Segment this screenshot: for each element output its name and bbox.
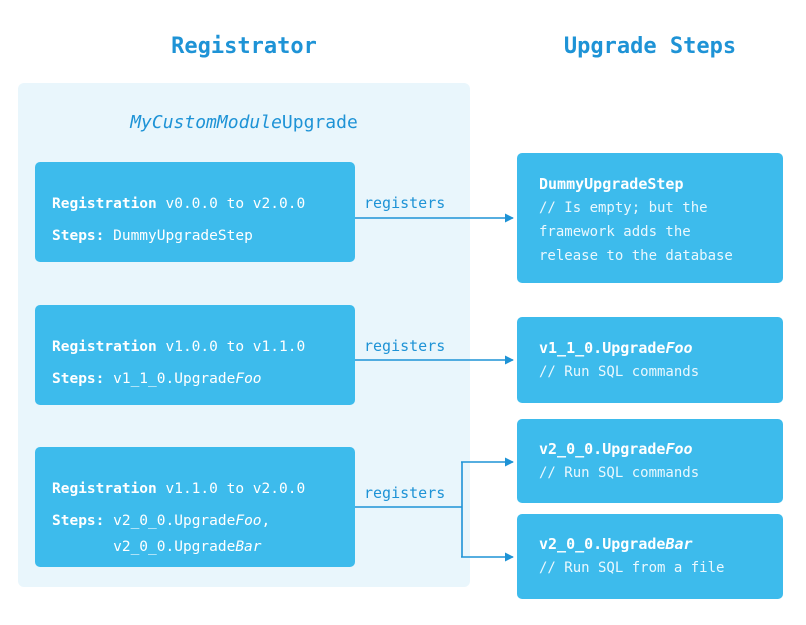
upgrade-step-comment: // Run SQL commands <box>539 364 700 380</box>
upgrade-step-name: DummyUpgradeStep <box>539 175 684 193</box>
steps-label: Steps: <box>52 513 105 529</box>
upgrade-step-comment: framework adds the <box>539 224 691 240</box>
steps-label: Steps: <box>52 228 105 244</box>
upgrade-step-box-3: v2_0_0.UpgradeFoo // Run SQL commands <box>517 419 783 503</box>
upgrade-steps-heading: Upgrade Steps <box>563 34 737 59</box>
step-name: v2_0_0.Upgrade <box>104 513 236 529</box>
steps-label: Steps: <box>52 371 105 387</box>
registration-label: Registration <box>52 481 157 497</box>
step-name-italic: Foo <box>235 371 262 387</box>
step-name-italic: Bar <box>235 539 262 555</box>
registers-label-3: registers <box>364 484 446 502</box>
upgrade-step-comment: // Run SQL from a file <box>539 560 725 576</box>
registration-range: v1.0.0 to v1.1.0 <box>156 339 306 355</box>
upgrade-step-box-2: v1_1_0.UpgradeFoo // Run SQL commands <box>517 317 783 403</box>
registration-range: v1.1.0 to v2.0.0 <box>156 481 306 497</box>
upgrade-step-title: v2_0_0.UpgradeFoo <box>539 437 783 461</box>
step-name: v2_0_0.Upgrade <box>52 539 236 555</box>
upgrade-step-name: v1_1_0.Upgrade <box>539 339 666 357</box>
registers-label-1: registers <box>364 194 446 212</box>
registration-steps-line: Steps: v1_1_0.UpgradeFoo <box>52 363 355 395</box>
upgrade-step-title: v1_1_0.UpgradeFoo <box>539 336 783 360</box>
registration-box-1: Registration v0.0.0 to v2.0.0 Steps: Dum… <box>35 162 355 262</box>
module-name-suffix: Upgrade <box>281 112 358 133</box>
upgrade-step-box-1: DummyUpgradeStep // Is empty; but the fr… <box>517 153 783 283</box>
upgrade-step-name-italic: Foo <box>665 339 693 357</box>
upgrade-step-comment: // Run SQL commands <box>539 465 700 481</box>
upgrade-step-title: DummyUpgradeStep <box>539 172 783 196</box>
step-name: v1_1_0.Upgrade <box>104 371 236 387</box>
step-separator: , <box>261 513 271 529</box>
step-name: DummyUpgradeStep <box>104 228 253 244</box>
registration-steps-line-2: v2_0_0.UpgradeBar <box>52 534 355 560</box>
registrator-heading: Registrator <box>171 34 317 59</box>
upgrade-step-name: v2_0_0.Upgrade <box>539 535 666 553</box>
registers-label-2: registers <box>364 337 446 355</box>
registration-box-3: Registration v1.1.0 to v2.0.0 Steps: v2_… <box>35 447 355 567</box>
registration-label: Registration <box>52 196 157 212</box>
registration-range-line: Registration v1.0.0 to v1.1.0 <box>52 331 355 363</box>
upgrade-step-comment: release to the database <box>539 248 733 264</box>
upgrade-step-name-italic: Bar <box>665 535 693 553</box>
step-name-italic: Foo <box>235 513 262 529</box>
registration-steps-line: Steps: DummyUpgradeStep <box>52 220 355 252</box>
registration-range-line: Registration v1.1.0 to v2.0.0 <box>52 473 355 505</box>
upgrade-step-comment: // Is empty; but the <box>539 200 708 216</box>
registration-label: Registration <box>52 339 157 355</box>
upgrade-step-name-italic: Foo <box>665 440 693 458</box>
module-title: MyCustomModuleUpgrade <box>18 112 470 133</box>
upgrade-step-name: v2_0_0.Upgrade <box>539 440 666 458</box>
upgrade-step-title: v2_0_0.UpgradeBar <box>539 532 783 556</box>
registration-steps-line: Steps: v2_0_0.UpgradeFoo, <box>52 508 355 534</box>
upgrade-step-box-4: v2_0_0.UpgradeBar // Run SQL from a file <box>517 514 783 599</box>
registration-box-2: Registration v1.0.0 to v1.1.0 Steps: v1_… <box>35 305 355 405</box>
registration-range: v0.0.0 to v2.0.0 <box>156 196 306 212</box>
registration-range-line: Registration v0.0.0 to v2.0.0 <box>52 188 355 220</box>
module-name-italic: MyCustomModule <box>130 112 282 133</box>
